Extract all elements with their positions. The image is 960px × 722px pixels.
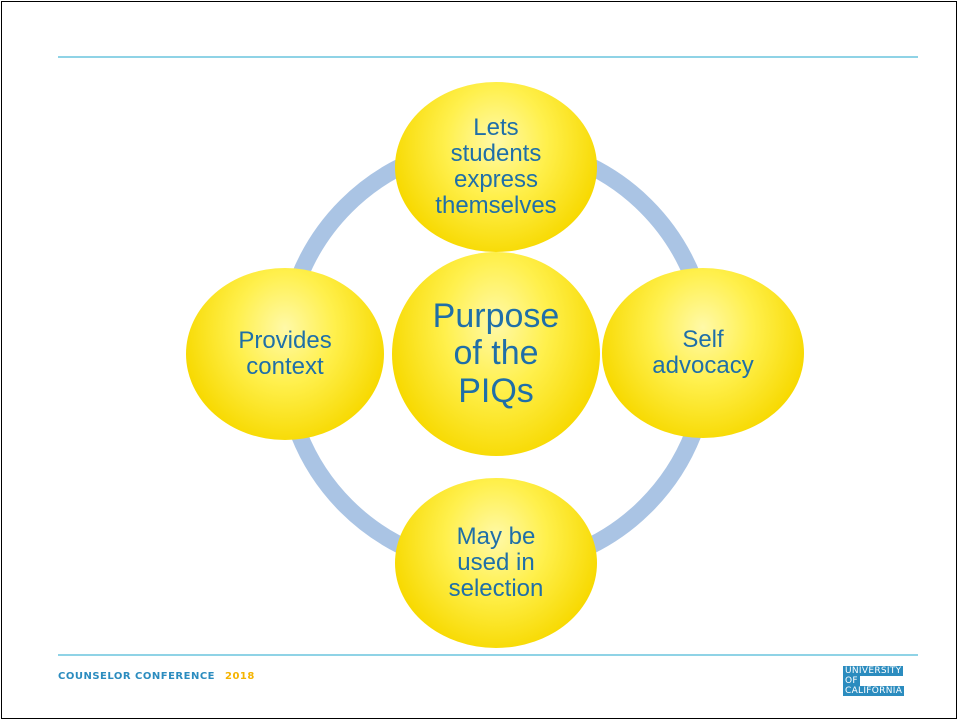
uc-logo-line-3: CALIFORNIA bbox=[843, 686, 905, 696]
node-label-provides-context: Provides context bbox=[238, 327, 332, 380]
node-label-express-themselves: Lets students express themselves bbox=[435, 114, 557, 219]
node-label-self-advocacy: Self advocacy bbox=[652, 326, 754, 379]
node-self-advocacy: Self advocacy bbox=[602, 268, 804, 438]
uc-logo-line-2: OF bbox=[843, 676, 860, 686]
uc-logo-line-1: UNIVERSITY bbox=[843, 666, 904, 676]
top-divider bbox=[58, 56, 918, 58]
node-express-themselves: Lets students express themselves bbox=[395, 82, 597, 252]
center-node-label: Purpose of the PIQs bbox=[432, 296, 560, 410]
node-label-used-in-selection: May be used in selection bbox=[448, 523, 544, 602]
bottom-divider bbox=[58, 654, 918, 656]
footer-conference-name: COUNSELOR CONFERENCE bbox=[58, 671, 216, 682]
uc-logo: UNIVERSITY OF CALIFORNIA bbox=[843, 666, 918, 696]
node-used-in-selection: May be used in selection bbox=[395, 478, 597, 648]
center-node-purpose: Purpose of the PIQs bbox=[392, 252, 600, 456]
node-provides-context: Provides context bbox=[186, 268, 384, 440]
footer-year: 2018 bbox=[225, 671, 255, 682]
footer-conference: COUNSELOR CONFERENCE 2018 bbox=[58, 671, 255, 682]
